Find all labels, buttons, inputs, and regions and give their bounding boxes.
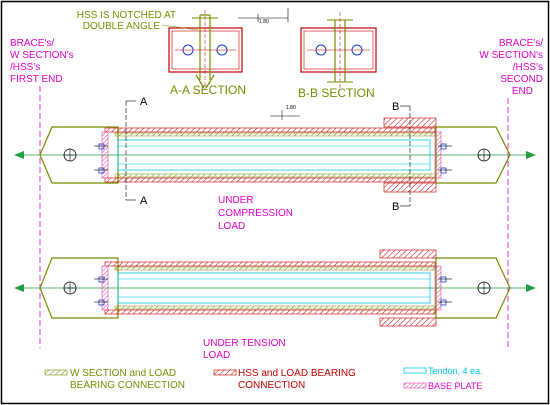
first-end-label-1: BRACE's/ bbox=[10, 38, 54, 49]
legend-swatch-w-section bbox=[44, 369, 68, 376]
bolt-icon bbox=[440, 143, 447, 150]
compression-label-2: COMPRESSION bbox=[218, 208, 293, 219]
second-end-label-2: W SECTION's bbox=[479, 50, 543, 61]
second-end-label-5: END bbox=[512, 86, 533, 97]
legend-tendon: Tendon, 4 ea. bbox=[428, 366, 483, 376]
legend-hss-line2: CONNECTION bbox=[238, 380, 305, 391]
bolt-icon bbox=[98, 299, 105, 306]
legend-base-plate: BASE PLATE bbox=[428, 381, 482, 391]
compression-assembly bbox=[14, 100, 536, 207]
bolt-icon bbox=[440, 299, 447, 306]
compression-label-3: LOAD bbox=[218, 221, 245, 232]
legend-hss-line1: HSS and LOAD BEARING bbox=[238, 368, 356, 379]
tension-assembly bbox=[14, 249, 536, 327]
section-aa-detail bbox=[168, 10, 243, 90]
legend bbox=[44, 367, 427, 389]
bolt-icon bbox=[98, 276, 105, 283]
legend-w-section-line1: W SECTION and LOAD bbox=[70, 368, 176, 379]
cut-label-b-top: B bbox=[392, 101, 399, 113]
section-bb-title: B-B SECTION bbox=[298, 86, 375, 100]
compression-label-1: UNDER bbox=[218, 195, 254, 206]
bolt-icon bbox=[440, 167, 447, 174]
section-bb-detail bbox=[300, 12, 377, 90]
second-end-label-1: BRACE's/ bbox=[499, 38, 543, 49]
legend-swatch-hss bbox=[213, 369, 237, 376]
legend-w-section-line2: BEARING CONNECTION bbox=[70, 380, 185, 391]
second-end-label-3: /HSS's bbox=[513, 62, 543, 73]
notch-note-line2: DOUBLE ANGLE bbox=[83, 21, 161, 32]
bolt-icon bbox=[440, 276, 447, 283]
first-end-label-3: /HSS's bbox=[10, 62, 40, 73]
legend-swatch-tendon bbox=[403, 367, 427, 374]
cut-label-a-top: A bbox=[140, 96, 148, 108]
second-end-label-4: SECOND bbox=[500, 74, 543, 85]
cut-label-b-bottom: B bbox=[392, 201, 399, 213]
first-end-label-4: FIRST END bbox=[10, 74, 63, 85]
tension-label-2: LOAD bbox=[203, 350, 230, 361]
notch-note-line1: HSS IS NOTCHED AT bbox=[77, 10, 176, 21]
section-aa-title: A-A SECTION bbox=[170, 83, 246, 97]
first-end-label-2: W SECTION's bbox=[10, 50, 74, 61]
bolt-icon bbox=[98, 167, 105, 174]
tension-label-1: UNDER TENSION bbox=[203, 338, 286, 349]
top-dimension bbox=[238, 8, 289, 22]
cut-label-a-bottom: A bbox=[140, 195, 148, 207]
legend-swatch-base-plate bbox=[403, 382, 427, 389]
dimension-label-mid: 1.80 bbox=[286, 105, 296, 111]
bolt-icon bbox=[98, 143, 105, 150]
dimension-label-top: 1.80 bbox=[259, 19, 269, 25]
